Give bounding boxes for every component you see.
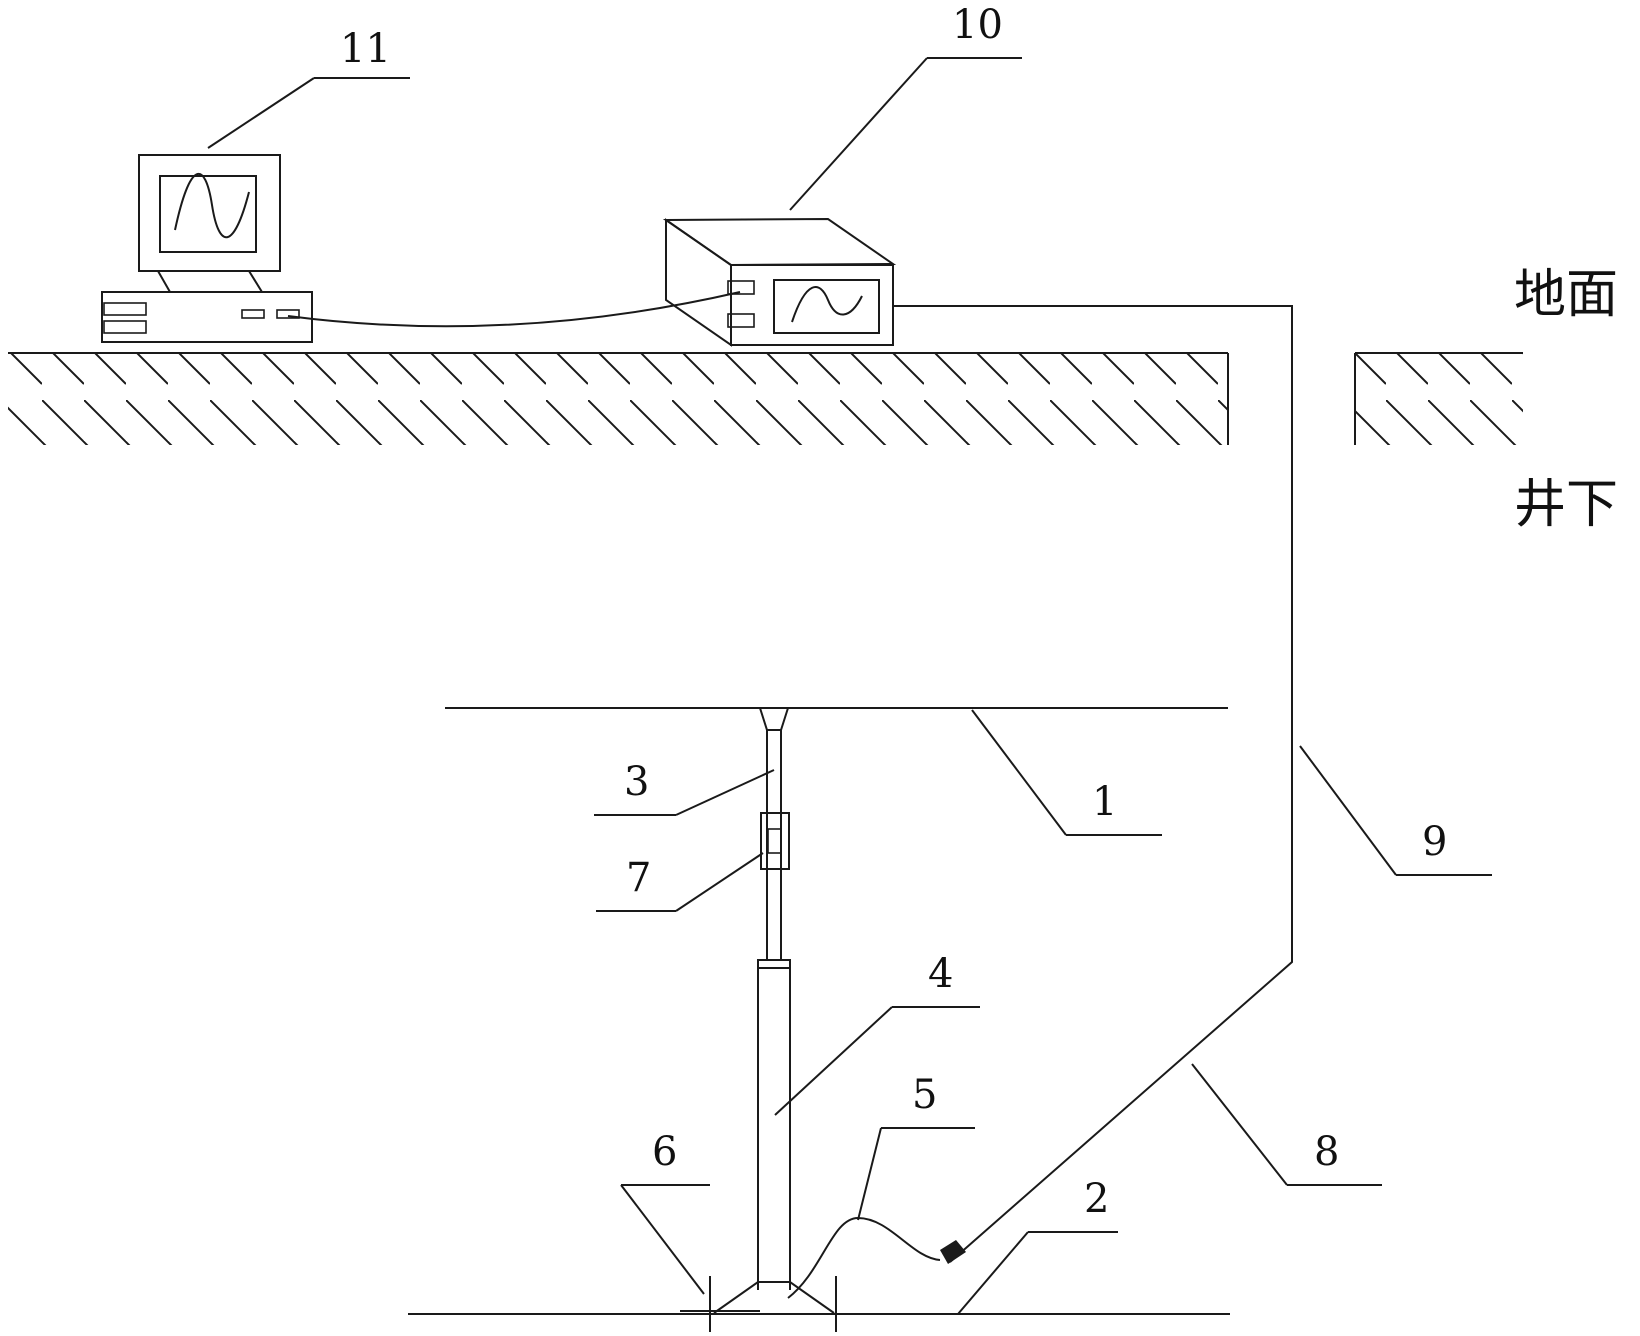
- cylinder-collar: [758, 960, 790, 968]
- instrument-screen: [774, 280, 879, 333]
- sine-wave-icon: [175, 174, 249, 237]
- prop-top-cap: [760, 708, 788, 730]
- sensor-housing: [761, 813, 789, 869]
- callout-label-3: 3: [624, 759, 649, 805]
- leader-line-7: [676, 853, 763, 911]
- callout-label-5: 5: [912, 1072, 937, 1118]
- leader-line-8: [1192, 1064, 1287, 1185]
- callout-label-1: 1: [1092, 779, 1117, 825]
- host-port-1: [242, 310, 264, 318]
- callout-label-2: 2: [1084, 1176, 1109, 1222]
- leader-line-11: [208, 78, 314, 148]
- callout-label-10: 10: [952, 2, 1003, 48]
- leader-line-9: [1300, 746, 1396, 875]
- prop-base: [714, 1282, 834, 1313]
- callout-label-9: 9: [1422, 819, 1447, 865]
- leader-line-10: [790, 58, 927, 210]
- drive-slot-1: [104, 303, 146, 315]
- ground-strata: [8, 353, 1523, 445]
- sensor-window: [768, 829, 781, 853]
- callout-label-11: 11: [340, 26, 391, 72]
- leader-line-4: [775, 1007, 892, 1115]
- computer-host: [102, 292, 312, 342]
- hose-connector: [940, 1240, 966, 1264]
- instrument-box-top: [666, 219, 893, 265]
- hydraulic-hose: [788, 1218, 940, 1298]
- zone-label-underground: 井下: [1514, 475, 1618, 535]
- leader-line-1: [972, 710, 1066, 835]
- callout-label-8: 8: [1314, 1129, 1339, 1175]
- ground-hatch-left: [8, 353, 1228, 445]
- zone-label-surface: 地面: [1514, 265, 1618, 325]
- instrument-box: [666, 219, 893, 345]
- instrument-box-side: [666, 220, 731, 345]
- leader-line-5: [858, 1128, 881, 1220]
- data-cable: [288, 292, 740, 326]
- leader-line-2: [958, 1232, 1028, 1314]
- callout-label-6: 6: [652, 1129, 677, 1175]
- ground-hatch-right: [1355, 353, 1523, 445]
- leader-line-3: [676, 770, 774, 815]
- monitor-stand-right: [249, 271, 262, 292]
- callout-label-7: 7: [626, 855, 651, 901]
- drive-slot-2: [104, 321, 146, 333]
- monitor-stand-left: [158, 271, 170, 292]
- support-prop: [714, 708, 834, 1313]
- leader-line-6: [621, 1185, 704, 1294]
- sine-wave-icon: [792, 287, 862, 322]
- callout-label-4: 4: [928, 951, 953, 997]
- computer: [102, 155, 312, 342]
